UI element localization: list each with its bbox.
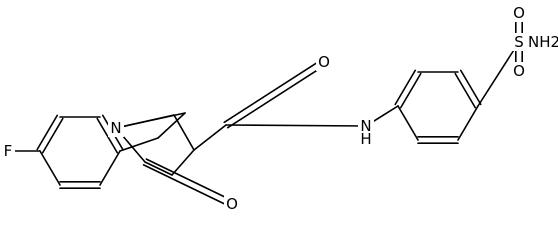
benzene-bond-4 bbox=[99, 150, 121, 186]
ring-bond-c5-c4 bbox=[144, 161, 173, 176]
molecule-diagram: F N O O N H S O O NH2 bbox=[1, 4, 558, 213]
amide-oxygen-label: O bbox=[318, 53, 330, 71]
ring-amide-bond bbox=[193, 124, 227, 151]
sulfur-label: S bbox=[514, 33, 524, 51]
ethyl-bond-1 bbox=[119, 137, 159, 152]
aryl-bond-1-b bbox=[394, 69, 417, 106]
bond-layer bbox=[7, 12, 524, 208]
amide-nitrogen-label: N bbox=[360, 117, 371, 135]
fluorine-label: F bbox=[4, 142, 13, 160]
amide-oxygen-bg bbox=[316, 53, 332, 71]
atom-label-layer: F N O O N H S O O NH2 bbox=[1, 4, 558, 213]
amide-hydrogen-label: H bbox=[360, 130, 371, 148]
sulfonyl-oxygen-bottom-bg bbox=[511, 62, 527, 80]
benzene-bond-6 bbox=[39, 150, 61, 186]
amide-hydrogen-bg bbox=[358, 131, 374, 147]
lactam-carbonyl-bond-a bbox=[142, 164, 232, 208]
amide-nitrogen-bg bbox=[358, 117, 374, 135]
benzene-bond-3-a bbox=[96, 117, 119, 154]
sulfonamide-label: NH2 bbox=[528, 33, 558, 51]
lactam-oxygen-label: O bbox=[226, 195, 238, 213]
amide-cn-bond bbox=[225, 124, 367, 127]
amide-carbonyl-bond-b bbox=[223, 58, 324, 124]
amide-carbonyl-bond-a bbox=[226, 63, 327, 129]
aryl-bond-4 bbox=[457, 105, 479, 141]
aryl-bond-6 bbox=[397, 105, 419, 141]
sulfonyl-oxygen-top-bg bbox=[511, 4, 527, 22]
benzene-bond-1-a bbox=[41, 117, 64, 154]
ring-bond-c4-c3 bbox=[171, 149, 195, 176]
lactam-carbonyl-bond-b bbox=[145, 158, 235, 202]
aryl-sulfur-bond bbox=[477, 41, 520, 107]
sulfur-bg bbox=[512, 33, 526, 51]
structure-svg: F N O O N H S O O NH2 bbox=[1, 4, 558, 213]
sulfonyl-oxygen-bottom-label: O bbox=[513, 62, 525, 80]
sulfonyl-oxygen-top-label: O bbox=[513, 4, 525, 22]
ring-bond-c3-c2 bbox=[173, 114, 195, 151]
benzene-bond-1-b bbox=[36, 114, 59, 151]
aryl-bond-3-a bbox=[454, 72, 477, 109]
sulfonamide-bg bbox=[527, 33, 556, 51]
lactam-oxygen-bg bbox=[224, 195, 240, 213]
ring-nitrogen-label: N bbox=[110, 119, 121, 137]
ring-bond-c2-n bbox=[115, 114, 175, 129]
aryl-bond-1-a bbox=[399, 72, 422, 109]
fluorine-bg bbox=[1, 142, 15, 160]
ring-nitrogen-bg bbox=[108, 119, 124, 137]
ethyl-bond-2 bbox=[157, 112, 186, 139]
aryl-bond-3-b bbox=[459, 69, 482, 106]
